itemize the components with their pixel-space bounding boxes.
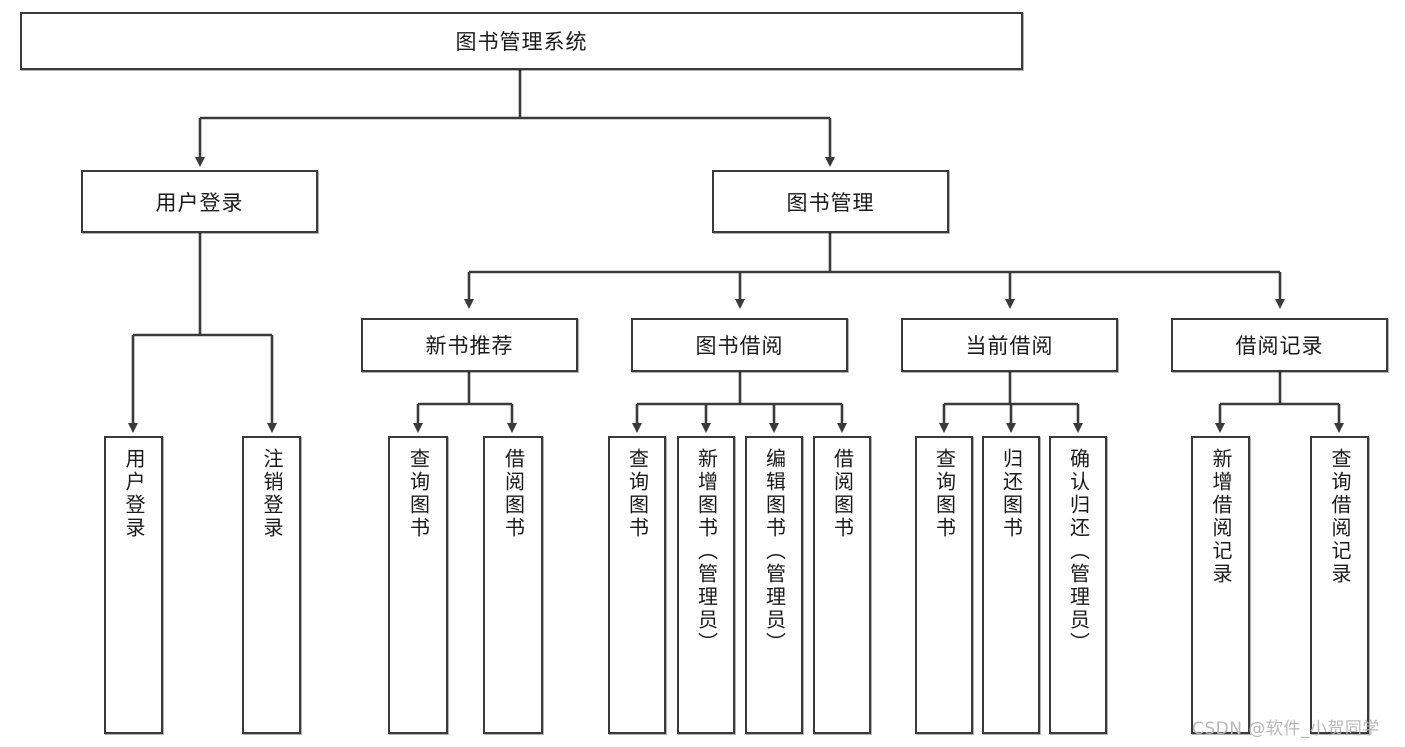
- leaf-label: 注销登录: [260, 448, 284, 540]
- node-book-manage[interactable]: 图书管理: [712, 170, 949, 233]
- leaf-label: 编辑图书（管理员）: [762, 448, 787, 655]
- leaf-label: 确认归还（管理员）: [1066, 448, 1091, 655]
- node-book-borrow-label: 图书借阅: [695, 334, 784, 358]
- leaf-label: 查询图书: [932, 448, 957, 540]
- node-current-borrow[interactable]: 当前借阅: [901, 318, 1118, 372]
- leaf-user-login-logout[interactable]: 注销登录: [242, 436, 301, 734]
- leaf-borrow-record-add[interactable]: 新增借阅记录: [1191, 436, 1250, 734]
- node-user-login[interactable]: 用户登录: [81, 170, 318, 233]
- leaf-book-borrow-query[interactable]: 查询图书: [608, 436, 666, 734]
- csdn-watermark: CSDN @软件_小贺同学: [1192, 719, 1380, 739]
- leaf-label: 新增借阅记录: [1209, 448, 1233, 586]
- node-book-manage-label: 图书管理: [786, 190, 875, 215]
- leaf-book-borrow-edit[interactable]: 编辑图书（管理员）: [745, 436, 803, 734]
- leaf-current-borrow-query[interactable]: 查询图书: [915, 436, 973, 734]
- leaf-label: 查询借阅记录: [1328, 448, 1352, 586]
- leaf-label: 查询图书: [625, 448, 650, 540]
- node-root[interactable]: 图书管理系统: [20, 12, 1023, 70]
- leaf-borrow-record-query[interactable]: 查询借阅记录: [1310, 436, 1369, 734]
- node-borrow-record-label: 借阅记录: [1235, 334, 1324, 358]
- node-new-book-recommend[interactable]: 新书推荐: [361, 318, 578, 372]
- leaf-new-book-borrow[interactable]: 借阅图书: [483, 436, 543, 734]
- node-book-borrow[interactable]: 图书借阅: [631, 318, 848, 372]
- leaf-label: 归还图书: [999, 448, 1024, 540]
- leaf-label: 借阅图书: [501, 448, 526, 540]
- leaf-new-book-query[interactable]: 查询图书: [388, 436, 448, 734]
- leaf-current-borrow-confirm[interactable]: 确认归还（管理员）: [1049, 436, 1107, 734]
- node-user-login-label: 用户登录: [155, 190, 244, 215]
- leaf-label: 新增图书（管理员）: [694, 448, 719, 655]
- leaf-book-borrow-borrow[interactable]: 借阅图书: [813, 436, 871, 734]
- node-new-book-recommend-label: 新书推荐: [425, 334, 514, 358]
- node-borrow-record[interactable]: 借阅记录: [1171, 318, 1388, 372]
- leaf-user-login-login[interactable]: 用户登录: [104, 436, 163, 734]
- node-root-label: 图书管理系统: [455, 30, 588, 54]
- leaf-label: 用户登录: [122, 448, 146, 540]
- leaf-current-borrow-return[interactable]: 归还图书: [982, 436, 1040, 734]
- leaf-label: 查询图书: [406, 448, 431, 540]
- leaf-book-borrow-add[interactable]: 新增图书（管理员）: [677, 436, 735, 734]
- leaf-label: 借阅图书: [830, 448, 855, 540]
- node-current-borrow-label: 当前借阅: [965, 334, 1054, 358]
